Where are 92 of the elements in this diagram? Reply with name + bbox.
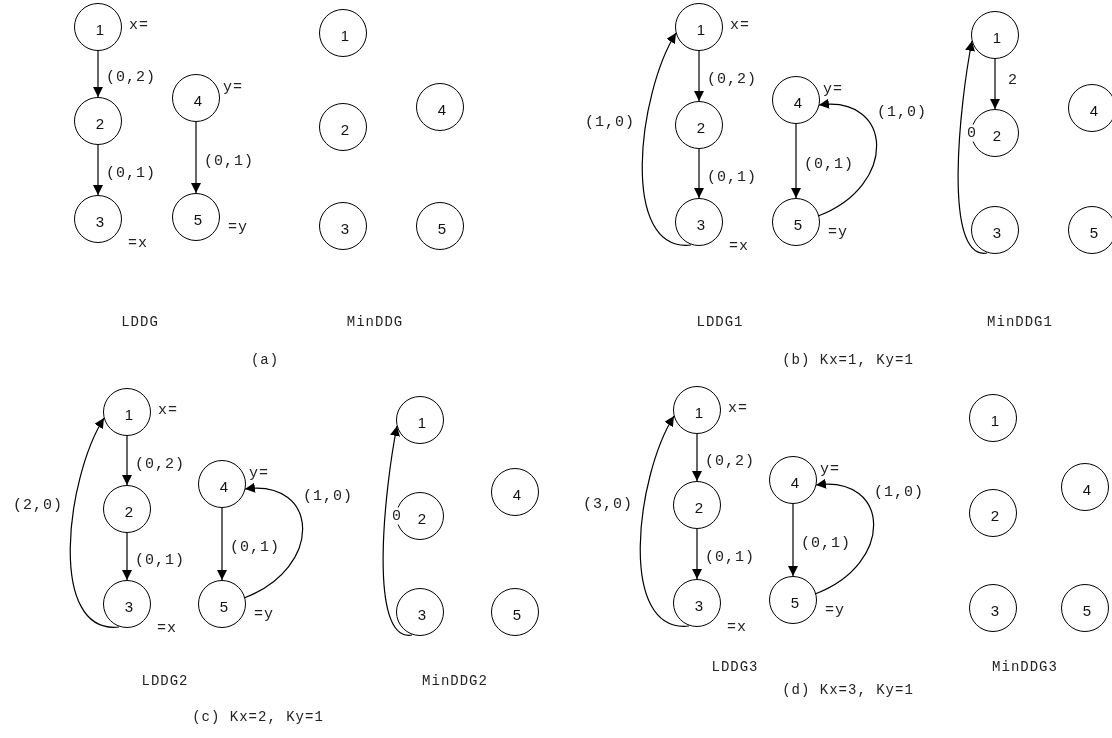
- edge-label: 0: [966, 124, 978, 141]
- node-number: 1: [340, 26, 350, 44]
- node-number: 1: [992, 28, 1002, 46]
- arrow: [69, 417, 120, 628]
- node-annotation: =x: [727, 619, 747, 635]
- node-number: 3: [95, 212, 105, 230]
- node-number: 3: [694, 596, 704, 614]
- node-number: 5: [437, 219, 447, 237]
- node-number: 2: [990, 506, 1000, 524]
- arrow: [814, 479, 875, 595]
- node-number: 2: [694, 498, 704, 516]
- arrow: [791, 123, 801, 199]
- node-annotation: =x: [729, 238, 749, 254]
- node-annotation: y=: [249, 465, 269, 481]
- node-number: 5: [193, 210, 203, 228]
- arrow: [694, 50, 704, 102]
- arrow: [990, 58, 1000, 110]
- node-number: 1: [124, 405, 134, 423]
- arrow: [243, 483, 304, 599]
- arrow: [122, 435, 132, 486]
- caption: (b) Kx=1, Ky=1: [782, 353, 914, 367]
- node-number: 3: [340, 219, 350, 237]
- node-number: 4: [1082, 480, 1092, 498]
- node-annotation: =y: [828, 224, 848, 240]
- arrow: [93, 50, 103, 98]
- caption: (a): [250, 353, 280, 367]
- graph-name: MinDDG3: [992, 660, 1058, 674]
- arrow: [122, 532, 132, 581]
- arrow: [817, 99, 878, 217]
- node-number: 5: [790, 593, 800, 611]
- graph-name: MinDDG: [346, 315, 404, 329]
- arrow: [639, 415, 690, 627]
- node-number: 4: [1089, 101, 1099, 119]
- arrow: [692, 433, 702, 482]
- node-annotation: =y: [825, 602, 845, 618]
- arrow: [217, 507, 227, 581]
- node-annotation: x=: [129, 17, 149, 33]
- node-annotation: =y: [254, 606, 274, 622]
- node-number: 3: [124, 597, 134, 615]
- node-annotation: =x: [128, 235, 148, 251]
- node-annotation: x=: [728, 400, 748, 416]
- node-number: 5: [219, 597, 229, 615]
- arrow: [641, 32, 692, 246]
- node-number: 4: [437, 100, 447, 118]
- node-number: 2: [696, 118, 706, 136]
- node-number: 1: [696, 20, 706, 38]
- node-annotation: x=: [730, 17, 750, 33]
- node-annotation: =y: [228, 219, 248, 235]
- node-number: 4: [512, 485, 522, 503]
- graph-name: MinDDG2: [422, 674, 488, 688]
- node-number: 3: [990, 601, 1000, 619]
- node-number: 5: [793, 215, 803, 233]
- node-number: 2: [417, 509, 427, 527]
- node-annotation: y=: [223, 79, 243, 95]
- arrow: [191, 121, 201, 194]
- node-number: 2: [992, 126, 1002, 144]
- node-number: 3: [992, 223, 1002, 241]
- caption: (c) Kx=2, Ky=1: [192, 710, 324, 724]
- node-number: 5: [512, 605, 522, 623]
- arrow: [694, 148, 704, 199]
- node-number: 3: [696, 215, 706, 233]
- node-annotation: x=: [158, 402, 178, 418]
- node-number: 4: [219, 477, 229, 495]
- edge-label: 0: [391, 507, 403, 525]
- arrow: [957, 40, 988, 254]
- node-number: 4: [193, 91, 203, 109]
- node-number: 4: [793, 93, 803, 111]
- graph-name: LDDG2: [141, 674, 189, 688]
- graph-name: LDDG3: [711, 660, 759, 674]
- arrow: [788, 503, 798, 577]
- node-number: 1: [990, 411, 1000, 429]
- node-annotation: y=: [823, 81, 843, 97]
- node-number: 1: [95, 20, 105, 38]
- caption: (d) Kx=3, Ky=1: [782, 683, 914, 697]
- graph-name: LDDG1: [696, 315, 744, 329]
- node-number: 5: [1089, 223, 1099, 241]
- arrow: [382, 425, 413, 636]
- node-number: 5: [1082, 601, 1092, 619]
- node-circle: [769, 456, 817, 504]
- node-number: 4: [790, 473, 800, 491]
- node-number: 2: [95, 114, 105, 132]
- node-number: 3: [417, 605, 427, 623]
- graph-name: LDDG: [121, 315, 159, 329]
- node-number: 2: [340, 120, 350, 138]
- node-number: 1: [694, 403, 704, 421]
- node-annotation: =x: [157, 620, 177, 636]
- node-annotation: y=: [820, 461, 840, 477]
- arrow: [93, 144, 103, 196]
- node-number: 1: [417, 413, 427, 431]
- graph-name: MinDDG1: [987, 315, 1053, 329]
- arrow: [692, 528, 702, 580]
- node-number: 2: [124, 502, 134, 520]
